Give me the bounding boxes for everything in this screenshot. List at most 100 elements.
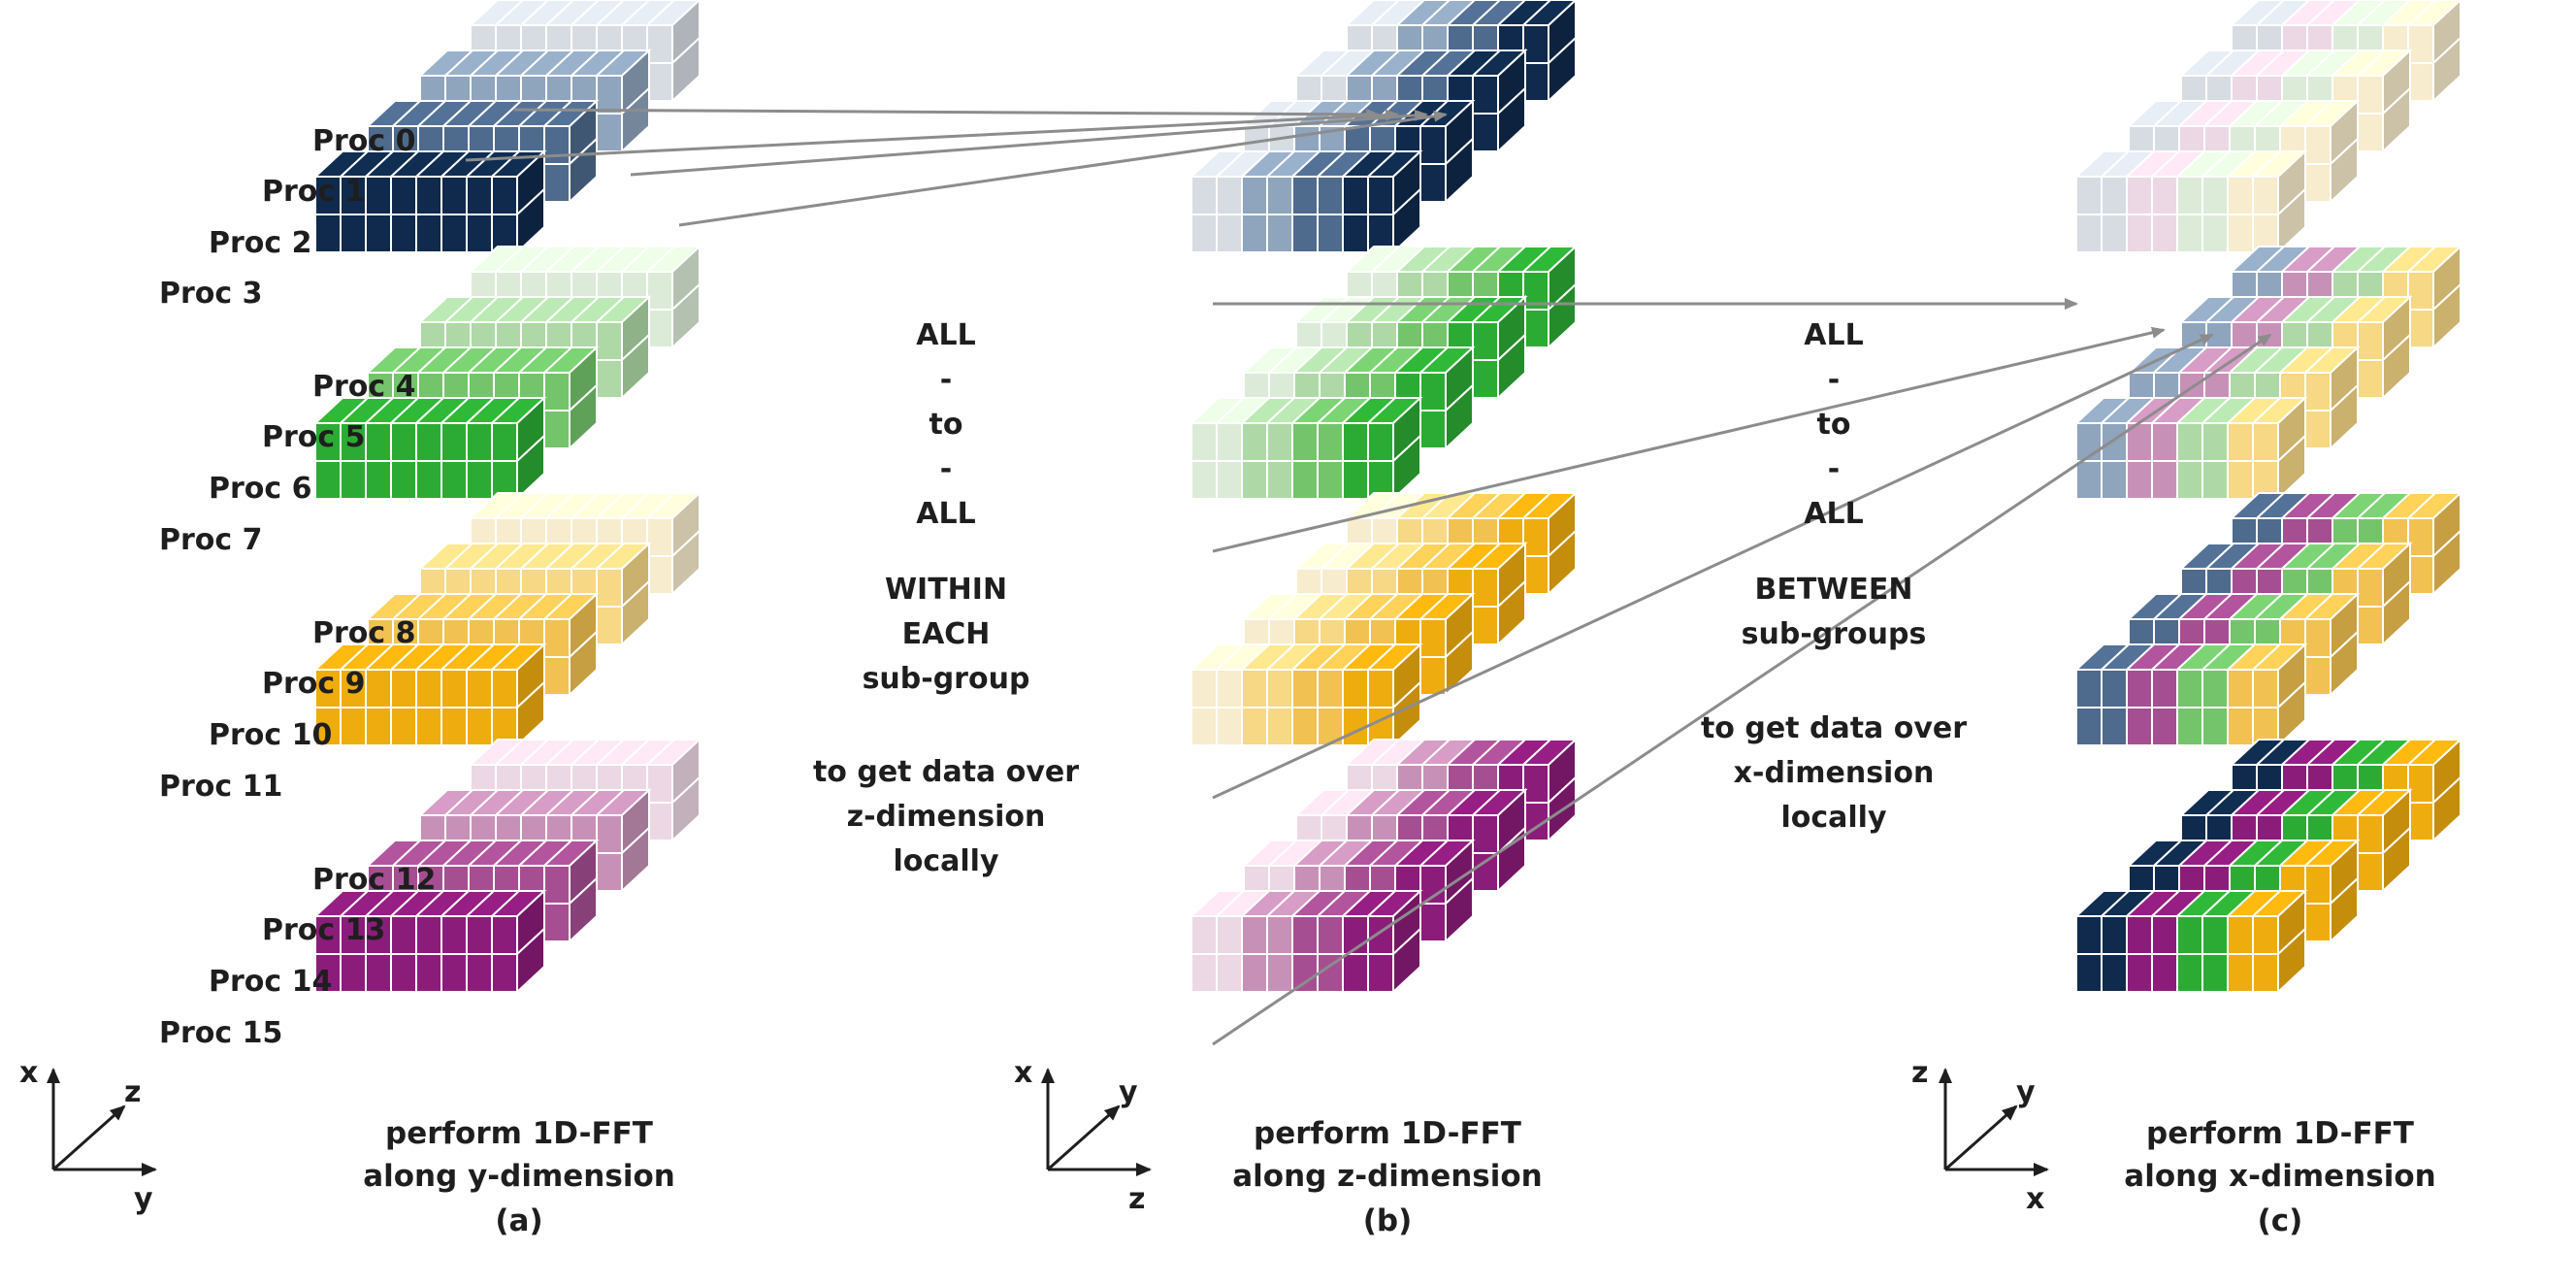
block-face (390, 176, 417, 215)
block-face (390, 953, 417, 993)
block-face (2227, 953, 2254, 993)
block-face (646, 62, 673, 102)
block-face (2357, 568, 2384, 608)
block-face (1419, 656, 1447, 696)
block-face (2101, 460, 2128, 500)
block-face (1472, 852, 1499, 892)
block-face (2407, 62, 2434, 102)
block-face (1367, 176, 1394, 215)
block-face (1241, 707, 1268, 746)
block-face (2126, 669, 2153, 708)
block-face (621, 578, 650, 647)
all-to-all-within-text: ALL - to - ALL WITHIN EACH sub-group to … (813, 318, 1079, 878)
block-face (2075, 707, 2103, 746)
block-face (2407, 802, 2434, 841)
block-face (2075, 460, 2103, 500)
proc-label: Proc 8 (312, 616, 416, 650)
block-face (2201, 214, 2229, 253)
process-blocks-layer (312, 0, 2463, 995)
block-face (2357, 852, 2384, 892)
block-face (2252, 422, 2279, 462)
block-face (2201, 915, 2229, 955)
block-face (2151, 669, 2178, 708)
block-face (2101, 422, 2128, 462)
block-face (2227, 707, 2254, 746)
middle-text-line: EACH (902, 617, 991, 651)
block-face (2382, 332, 2411, 401)
proc-label: Proc 12 (312, 863, 436, 897)
block-face (2075, 176, 2103, 215)
block-face (1392, 186, 1421, 255)
proc-label: Proc 11 (159, 770, 282, 804)
block-face (2151, 953, 2178, 993)
block-face (365, 953, 392, 993)
block-face (671, 35, 701, 104)
block-face (1241, 953, 1268, 993)
block-face (1497, 578, 1526, 647)
block-face (1216, 214, 1243, 253)
block-face (596, 568, 623, 608)
axes-indicator-a (47, 1068, 157, 1176)
block-face (2201, 422, 2229, 462)
block-face (1522, 555, 1549, 595)
caption-line: along y-dimension (363, 1159, 675, 1194)
block-face (314, 460, 342, 500)
block-face (1291, 176, 1319, 215)
block-face (2357, 321, 2384, 361)
block-face (1445, 382, 1474, 451)
block-face (2357, 75, 2384, 115)
middle-text-line: WITHIN (885, 573, 1007, 607)
block-face (2304, 163, 2331, 203)
block-face (440, 176, 468, 215)
block-face (1367, 915, 1394, 955)
transfer-arrow (465, 109, 1399, 162)
data-transfer-arrows (465, 108, 2272, 1046)
block-face (466, 953, 493, 993)
block-face (2176, 707, 2203, 746)
block-face (1216, 953, 1243, 993)
proc-slab (2073, 642, 2308, 748)
caption-line: perform 1D-FFT (2146, 1116, 2414, 1151)
block-face (2382, 85, 2411, 154)
block-face (2382, 578, 2411, 647)
block-face (2151, 214, 2178, 253)
block-face (1392, 679, 1421, 748)
block-face (340, 953, 367, 993)
block-face (1190, 214, 1218, 253)
middle-text-line: ALL (916, 497, 975, 531)
block-face (2252, 953, 2279, 993)
block-face (415, 953, 442, 993)
proc-slab (1189, 642, 1423, 748)
block-face (340, 460, 367, 500)
proc-labels-layer: Proc 0 Proc 1 Proc 2 Proc 3 Proc 4 Proc … (159, 124, 436, 1050)
block-face (2075, 953, 2103, 993)
block-face (2101, 669, 2128, 708)
block-face (1241, 915, 1268, 955)
block-face (440, 707, 468, 746)
block-face (646, 271, 673, 311)
block-face (646, 764, 673, 804)
block-face (1342, 422, 1369, 462)
block-face (2151, 422, 2178, 462)
block-face (390, 707, 417, 746)
proc-label: Proc 15 (159, 1016, 282, 1050)
caption-line: perform 1D-FFT (1254, 1116, 1521, 1151)
block-face (1216, 669, 1243, 708)
block-face (1317, 422, 1344, 462)
block-face (1367, 422, 1394, 462)
block-face (646, 802, 673, 841)
caption-line: (c) (2258, 1203, 2303, 1238)
block-face (466, 422, 493, 462)
axis-label: x (2026, 1182, 2044, 1216)
middle-text-line: - (940, 363, 952, 397)
block-face (1317, 460, 1344, 500)
block-face (2176, 176, 2203, 215)
middle-text-line: - (940, 452, 952, 486)
block-face (543, 125, 571, 165)
block-face (365, 214, 392, 253)
block-face (1472, 321, 1499, 361)
block-face (1216, 460, 1243, 500)
middle-text-line: sub-group (863, 662, 1030, 696)
proc-label: Proc 5 (262, 420, 366, 454)
middle-text-line: - (1828, 363, 1840, 397)
